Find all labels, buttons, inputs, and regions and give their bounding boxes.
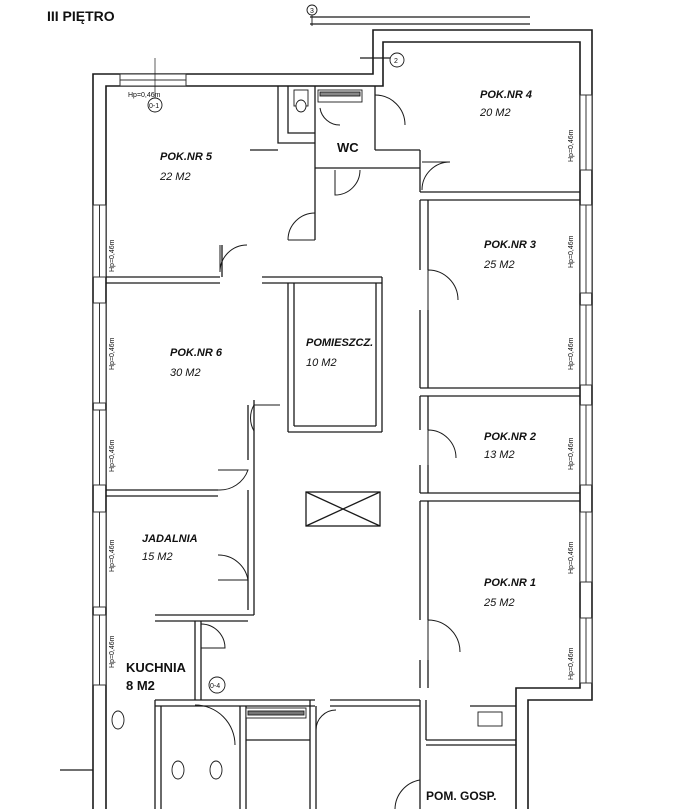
hp-label-right-1: Hp=0,46m	[568, 129, 575, 162]
tag-04-text: 0-4	[210, 683, 220, 690]
label-pok2-name: POK.NR 2	[484, 431, 536, 443]
interior-walls	[60, 86, 580, 809]
windows-right	[579, 94, 593, 684]
label-pom-name: POMIESZCZ.	[306, 337, 373, 349]
hp-label-top: Hp=0,46m	[128, 92, 161, 99]
label-pom-area: 10 M2	[306, 357, 337, 369]
tag-marker-04	[208, 676, 226, 694]
hp-label-right-6: Hp=0,46m	[568, 647, 575, 680]
label-jadalnia-name: JADALNIA	[142, 533, 198, 545]
top-stub-wall	[310, 16, 530, 59]
hp-label-left-1: Hp=0,46m	[109, 239, 116, 272]
hp-label-left-2: Hp=0,46m	[109, 337, 116, 370]
label-pok6-area: 30 M2	[170, 367, 201, 379]
room-labels: POK.NR 5 22 M2 POK.NR 4 20 M2 POK.NR 3 2…	[126, 89, 536, 803]
label-pok1-name: POK.NR 1	[484, 577, 536, 589]
window-height-labels: Hp=0,46m Hp=0,46m Hp=0,46m Hp=0,46m Hp=0…	[109, 92, 575, 680]
label-pok3-name: POK.NR 3	[484, 239, 536, 251]
tag-markers	[147, 4, 405, 694]
label-pomgosp: POM. GOSP.	[426, 789, 496, 803]
hp-label-right-2: Hp=0,46m	[568, 235, 575, 268]
label-pok4-name: POK.NR 4	[480, 89, 532, 101]
label-pok1-area: 25 M2	[483, 597, 515, 609]
label-pok4-area: 20 M2	[479, 107, 511, 119]
hp-label-left-3: Hp=0,46m	[109, 439, 116, 472]
label-pok3-area: 25 M2	[483, 259, 515, 271]
hp-label-left-4: Hp=0,46m	[109, 539, 116, 572]
label-wc: WC	[337, 140, 359, 155]
sanitary-fixtures	[111, 89, 503, 780]
label-kuchnia-name: KUCHNIA	[126, 660, 187, 675]
tag-labels: 0-1 0-4 3 2	[149, 8, 398, 690]
label-kuchnia-area: 8 M2	[126, 678, 155, 693]
tag-3-text: 3	[310, 8, 314, 15]
tag-marker-2	[389, 52, 405, 68]
label-pok2-area: 13 M2	[484, 449, 515, 461]
label-pok6-name: POK.NR 6	[170, 347, 223, 359]
tag-2-text: 2	[394, 58, 398, 65]
hp-label-right-5: Hp=0,46m	[568, 541, 575, 574]
label-pok5-area: 22 M2	[159, 171, 191, 183]
hp-label-right-3: Hp=0,46m	[568, 337, 575, 370]
hp-label-left-5: Hp=0,46m	[109, 635, 116, 668]
door-swings	[194, 94, 461, 809]
hp-label-right-4: Hp=0,46m	[568, 437, 575, 470]
floor-title: III PIĘTRO	[47, 8, 115, 24]
label-jadalnia-area: 15 M2	[142, 551, 173, 563]
label-pok5-name: POK.NR 5	[160, 151, 213, 163]
tag-01-text: 0-1	[149, 103, 159, 110]
ventilation-shaft	[305, 491, 381, 527]
window-top	[119, 73, 187, 87]
windows-left	[92, 204, 107, 686]
